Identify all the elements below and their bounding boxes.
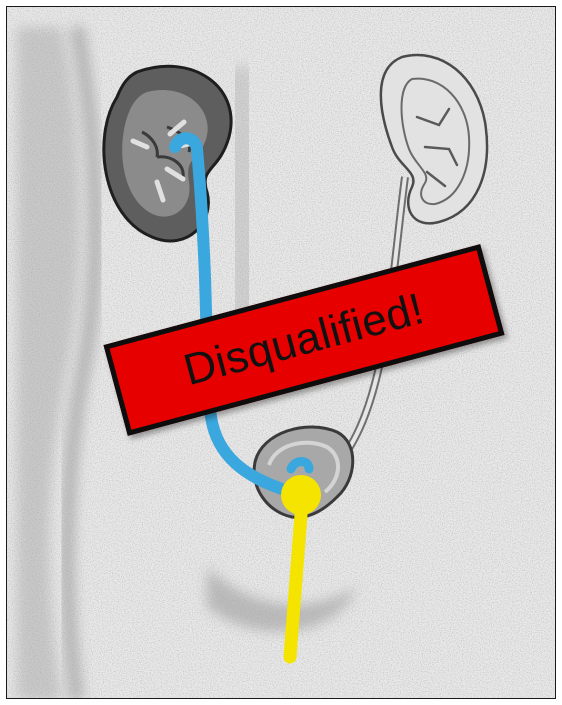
bladder-neck-marker [281, 475, 321, 515]
illustration-frame: Disqualified! [6, 6, 556, 699]
